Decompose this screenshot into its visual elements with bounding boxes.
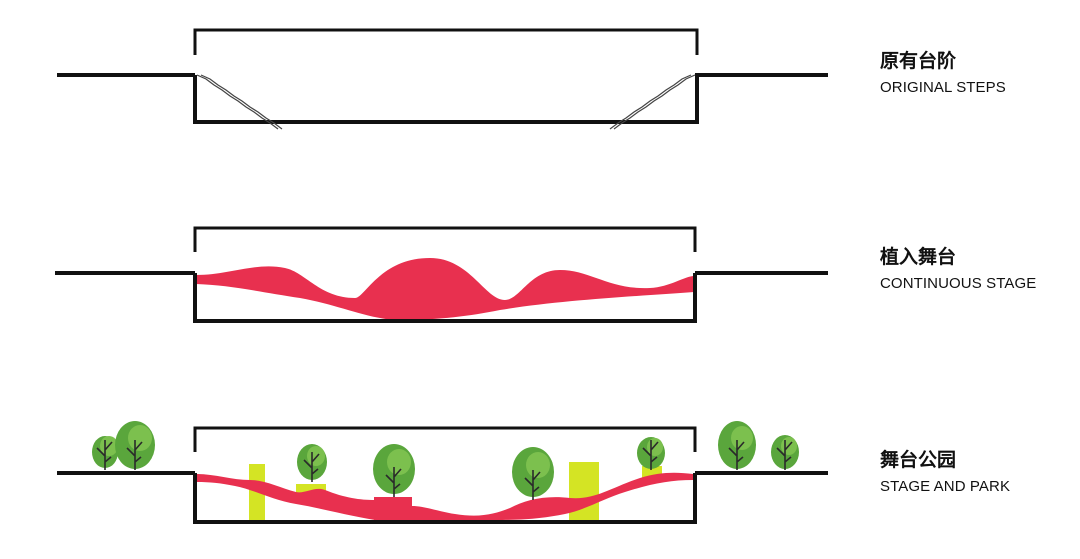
steps-right [609, 74, 696, 130]
steps-left [196, 74, 283, 130]
tree-icon [297, 444, 327, 483]
stage-ribbon [197, 472, 693, 520]
stage-3-title-cn: 舞台公园 [880, 449, 957, 471]
section-frame-bottom [193, 473, 697, 524]
stage-2-title-cn: 植入舞台 [880, 246, 957, 268]
section-frame-top [193, 426, 697, 452]
section-frame-top [193, 226, 697, 252]
red-block [374, 497, 412, 520]
panel-continuous-stage [55, 226, 828, 323]
tree-icon [92, 436, 118, 471]
stage-1-title-en: ORIGINAL STEPS [880, 79, 1006, 96]
tree-icon [718, 421, 756, 471]
panel-original-steps [57, 28, 828, 130]
stage-3-title-en: STAGE AND PARK [880, 478, 1011, 495]
stage-1-title-cn: 原有台阶 [880, 50, 957, 72]
panel-stage-and-park [57, 421, 828, 524]
tree-icon [771, 435, 799, 471]
tree-icon [115, 421, 155, 471]
tree-icon [373, 444, 415, 498]
stage-2-title-en: CONTINUOUS STAGE [880, 275, 1037, 292]
tree-icon [637, 437, 665, 471]
section-frame-bottom [193, 273, 697, 323]
section-frame-bottom [193, 75, 699, 124]
tree-icon [512, 447, 554, 501]
section-frame-top [193, 28, 699, 55]
continuous-stage-surface [196, 258, 694, 320]
